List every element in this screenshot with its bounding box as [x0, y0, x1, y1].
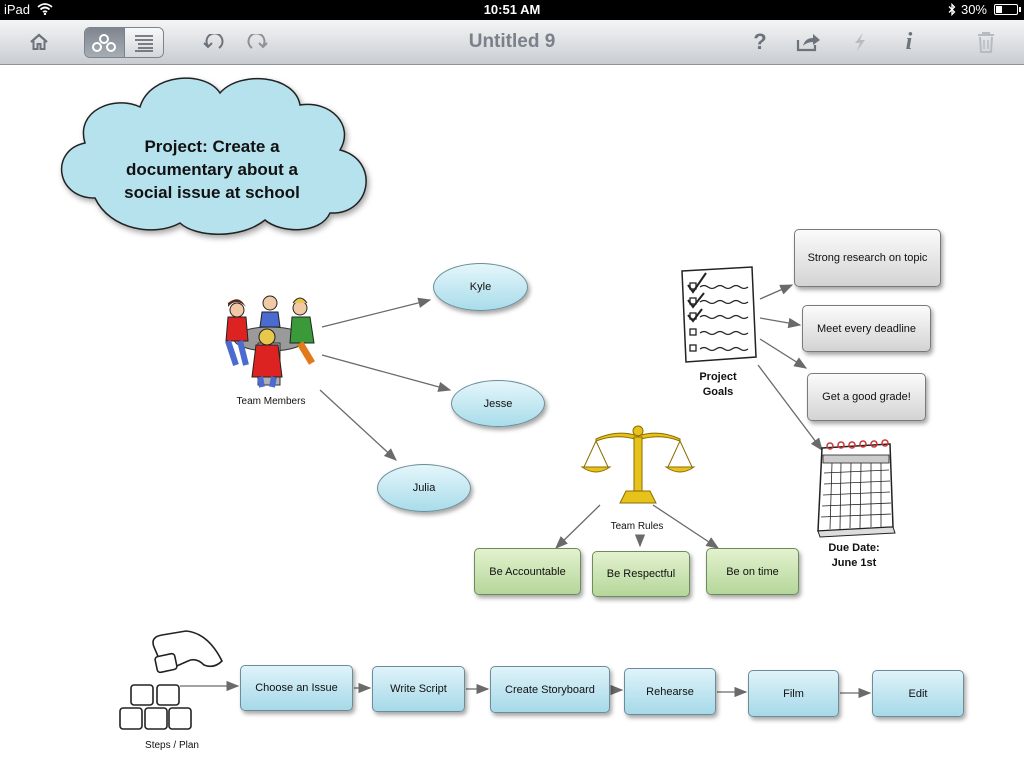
outline-view-icon	[134, 34, 153, 52]
project-cloud[interactable]	[60, 77, 367, 235]
home-icon	[30, 33, 48, 50]
step-write-script[interactable]: Write Script	[372, 666, 465, 712]
connector-members-jesse	[321, 354, 452, 392]
info-icon: i	[905, 28, 913, 55]
home-button[interactable]	[24, 28, 54, 56]
member-kyle[interactable]: Kyle	[433, 263, 528, 311]
steps-plan-label: Steps / Plan	[145, 740, 199, 751]
rule-respectful[interactable]: Be Respectful	[592, 551, 690, 597]
connector-members-kyle	[321, 297, 432, 328]
share-icon	[796, 34, 820, 52]
mind-map-canvas[interactable]: Project: Create a documentary about a so…	[0, 65, 1024, 768]
goal-deadline[interactable]: Meet every deadline	[802, 305, 931, 352]
project-goals-label: Project Goals	[699, 371, 737, 398]
rule-accountable[interactable]: Be Accountable	[474, 548, 581, 595]
due-date-label: Due Date: June 1st	[828, 542, 880, 569]
trash-button[interactable]	[973, 28, 999, 56]
undo-icon	[203, 34, 224, 49]
scales-illustration	[580, 425, 696, 504]
connector-members-julia	[319, 389, 397, 461]
status-left: iPad	[4, 2, 53, 17]
battery-percent: 30%	[960, 2, 987, 17]
goal-research[interactable]: Strong research on topic	[794, 229, 941, 287]
member-jesse[interactable]: Jesse	[451, 380, 545, 427]
help-button[interactable]: ?	[746, 28, 774, 56]
hand-blocks-illustration	[119, 630, 223, 730]
lightning-icon	[855, 33, 865, 51]
status-bar: iPad 10:51 AM 30%	[0, 0, 1024, 20]
info-button[interactable]: i	[897, 28, 921, 56]
toolbar	[0, 20, 1024, 65]
map-view-icon	[92, 33, 117, 52]
rule-on-time[interactable]: Be on time	[706, 548, 799, 595]
wifi-icon	[37, 3, 53, 16]
bluetooth-icon	[948, 3, 956, 16]
checklist-illustration	[681, 266, 757, 363]
team-members-label: Team Members	[236, 396, 306, 407]
connector-rules-accountable	[555, 504, 601, 549]
member-julia[interactable]: Julia	[377, 464, 471, 512]
connector-rules-ontime	[652, 504, 720, 549]
connector-goals-research	[759, 284, 794, 300]
connector-goals-duedate	[757, 364, 823, 452]
step-rehearse[interactable]: Rehearse	[624, 668, 716, 715]
calendar-illustration	[817, 439, 896, 538]
connector-goals-grade	[759, 338, 808, 369]
team-members-illustration	[225, 295, 316, 388]
undo-button[interactable]	[200, 28, 228, 56]
step-choose-issue[interactable]: Choose an Issue	[240, 665, 353, 711]
connector-layer	[60, 77, 896, 730]
share-button[interactable]	[792, 28, 824, 56]
status-right: 30%	[948, 2, 1021, 17]
lightning-button[interactable]	[848, 28, 872, 56]
project-title: Project: Create a documentary about a so…	[124, 137, 300, 202]
document-title[interactable]: Untitled 9	[468, 31, 556, 52]
redo-button[interactable]	[243, 28, 271, 56]
step-create-storyboard[interactable]: Create Storyboard	[490, 666, 610, 713]
connector-goals-deadline	[759, 317, 802, 329]
step-edit[interactable]: Edit	[872, 670, 964, 717]
help-icon: ?	[753, 29, 767, 54]
device-name: iPad	[4, 2, 31, 17]
view-switcher	[84, 27, 164, 58]
team-rules-label: Team Rules	[610, 521, 664, 532]
outline-view-button[interactable]	[123, 28, 163, 57]
redo-icon	[247, 34, 268, 49]
trash-icon	[978, 32, 994, 53]
step-film[interactable]: Film	[748, 670, 839, 717]
battery-icon	[994, 4, 1021, 15]
clock: 10:51 AM	[483, 2, 541, 17]
goal-grade[interactable]: Get a good grade!	[807, 373, 926, 421]
map-view-button[interactable]	[85, 28, 124, 57]
